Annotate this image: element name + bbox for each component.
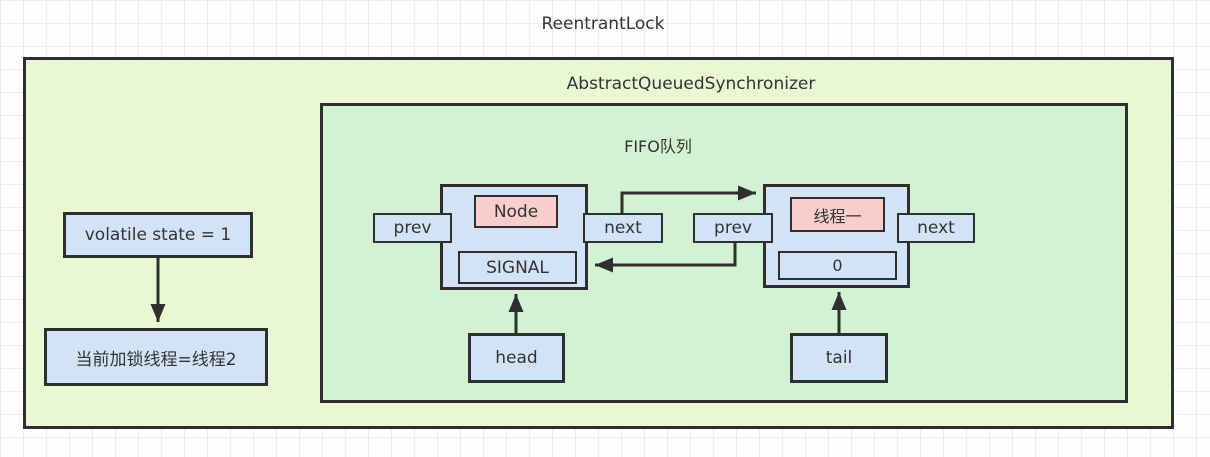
fifo-queue-title: FIFO队列 xyxy=(624,137,692,156)
node-next-tab: next xyxy=(897,213,975,243)
lock-owner-box: 当前加锁线程=线程2 xyxy=(44,328,268,386)
node-thread-label: 线程一 xyxy=(790,197,885,232)
node-next-tab: next xyxy=(583,213,663,243)
aqs-title: AbstractQueuedSynchronizer xyxy=(566,74,816,94)
node-thread-label: Node xyxy=(474,195,558,228)
tail-pointer-box: tail xyxy=(790,333,888,383)
node-prev-tab: prev xyxy=(693,213,773,243)
volatile-state-box: volatile state = 1 xyxy=(63,212,253,258)
diagram-title: ReentrantLock xyxy=(541,14,665,34)
head-pointer-box: head xyxy=(468,333,565,383)
node-prev-tab: prev xyxy=(373,213,452,243)
node-waitstatus-box: SIGNAL xyxy=(458,251,577,284)
node-waitstatus-box: 0 xyxy=(778,251,897,280)
